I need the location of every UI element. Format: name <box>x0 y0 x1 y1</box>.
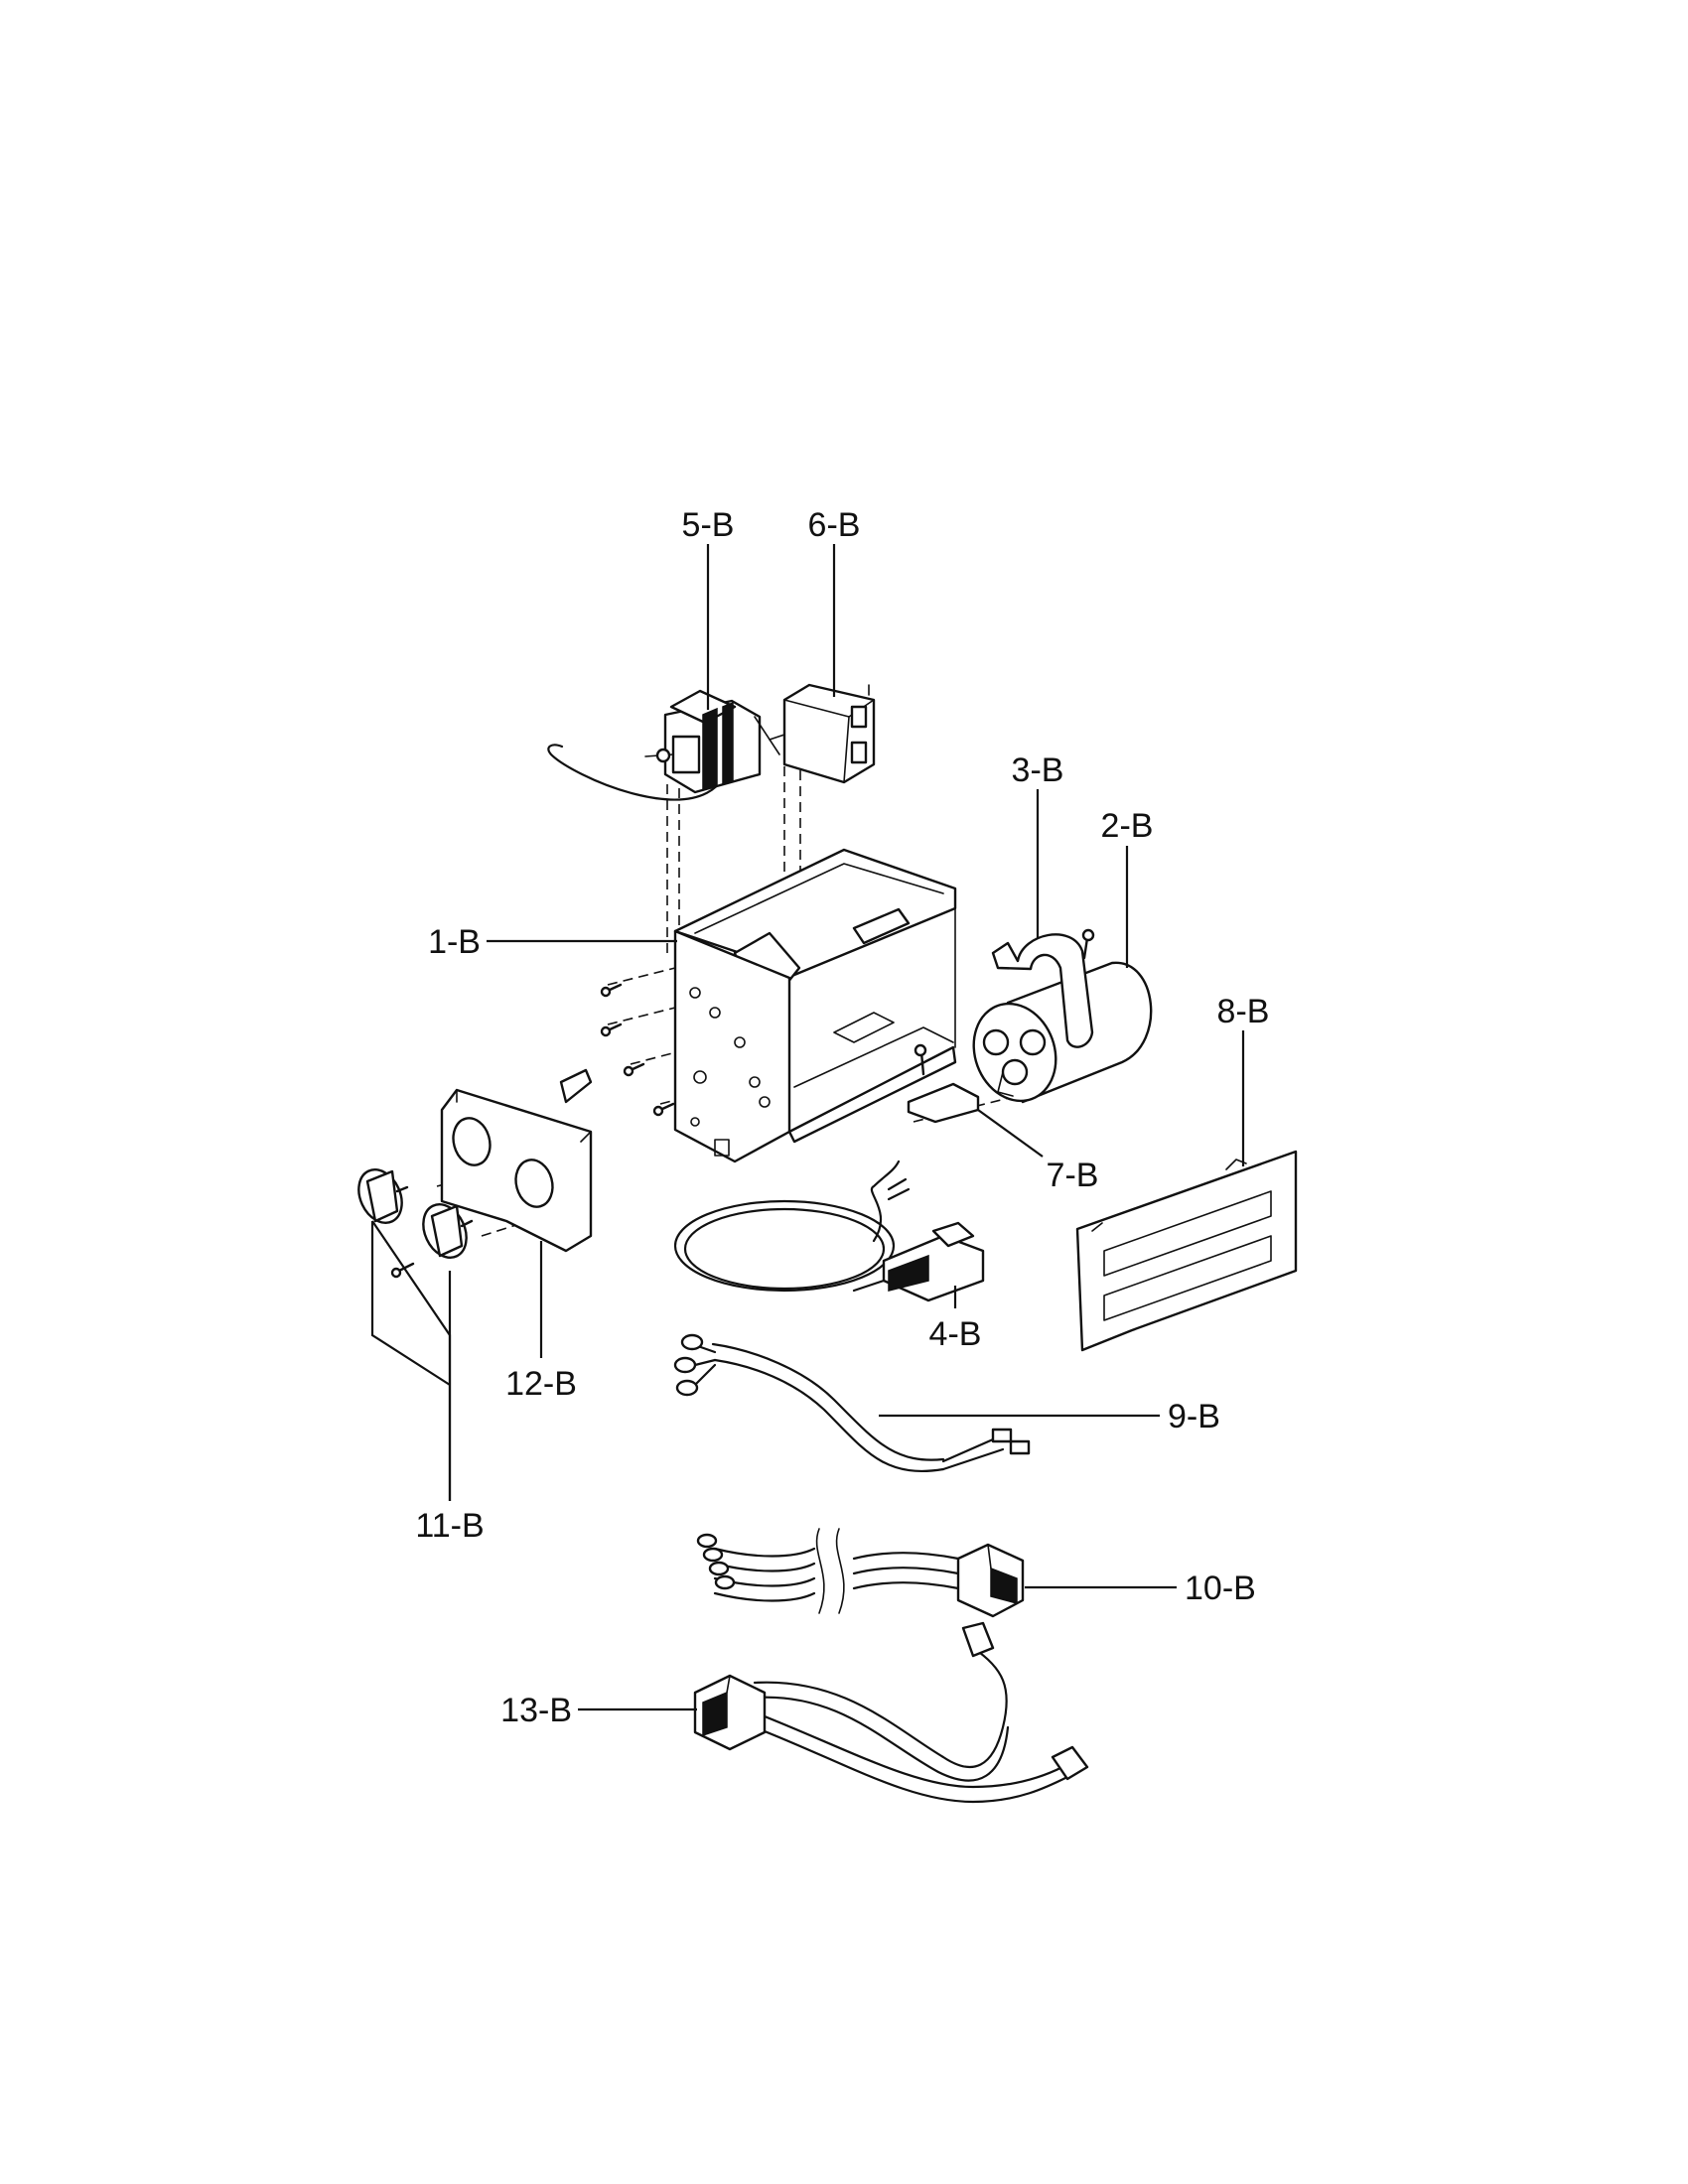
screw-icon <box>600 983 623 998</box>
part-13-harness <box>693 1621 1089 1804</box>
part-9-harness <box>673 1333 1031 1472</box>
label-4-b: 4-B <box>929 1315 982 1353</box>
label-5-b: 5-B <box>682 506 735 544</box>
part-12-bracket <box>440 1068 593 1253</box>
label-6-b: 6-B <box>808 506 861 544</box>
part-3-strap <box>991 928 1095 1048</box>
label-13-b: 13-B <box>500 1692 572 1729</box>
label-12-b: 12-B <box>505 1365 577 1403</box>
screw-icon <box>1081 928 1095 960</box>
part-2-capacitor <box>972 961 1153 1104</box>
part-1-chassis <box>673 848 957 1163</box>
part-labels: 5-B 6-B 3-B 2-B 1-B 8-B 7-B 4-B 12-B 9-B… <box>415 506 1269 1729</box>
part-4-sensor <box>673 1160 985 1302</box>
label-3-b: 3-B <box>1012 751 1064 789</box>
leader-lines <box>370 544 1245 1711</box>
label-7-b: 7-B <box>1047 1157 1099 1194</box>
label-2-b: 2-B <box>1101 807 1154 845</box>
part-11-knobs <box>357 1168 474 1279</box>
label-10-b: 10-B <box>1185 1570 1256 1607</box>
screw-icon <box>600 1023 623 1037</box>
part-5-thermostat <box>547 689 780 801</box>
screw-icon <box>652 1102 675 1117</box>
knob-icon <box>422 1203 474 1259</box>
knob-icon <box>357 1168 409 1224</box>
part-6-relay <box>769 683 876 784</box>
screw-icon <box>390 1262 415 1279</box>
label-8-b: 8-B <box>1217 993 1270 1030</box>
label-9-b: 9-B <box>1168 1398 1220 1435</box>
screw-icon <box>914 1043 927 1076</box>
part-8-panel <box>1075 1150 1298 1352</box>
label-11-b: 11-B <box>415 1507 484 1545</box>
screw-icon <box>623 1062 645 1077</box>
chassis-screws <box>600 983 675 1117</box>
label-1-b: 1-B <box>428 923 481 961</box>
part-10-harness <box>696 1528 1025 1618</box>
